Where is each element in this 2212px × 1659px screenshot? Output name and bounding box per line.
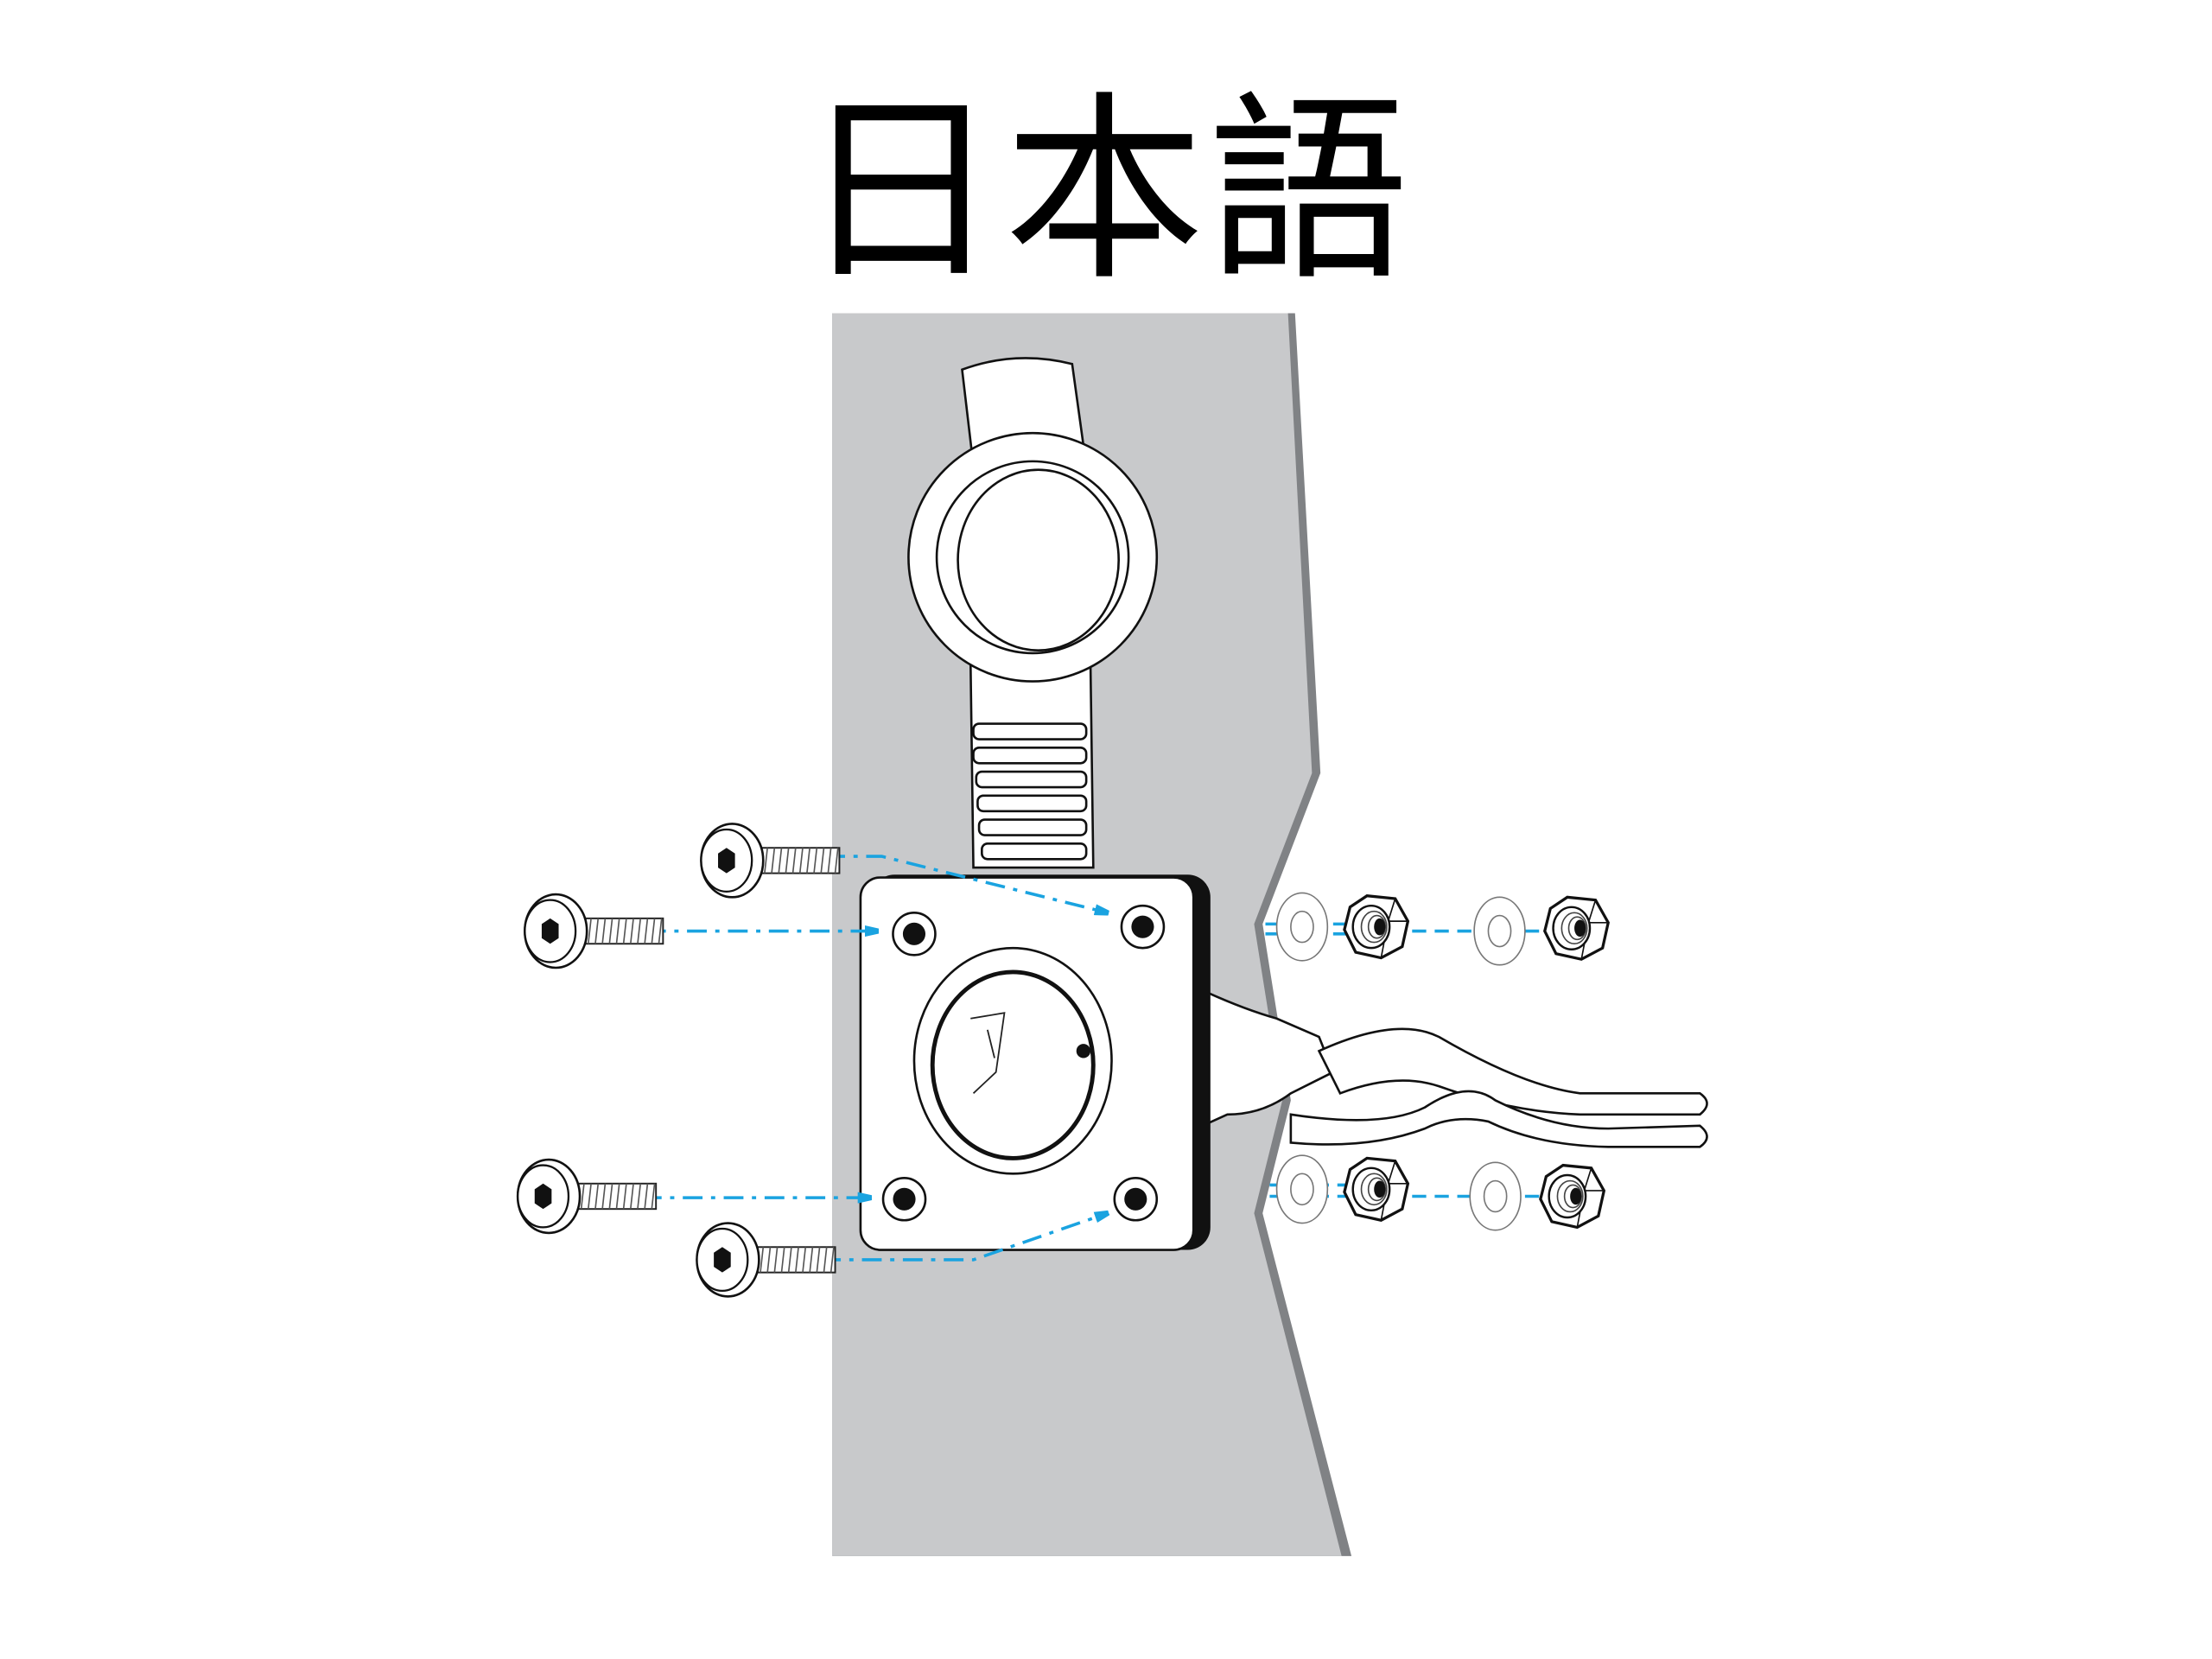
neck-ribs — [972, 722, 1088, 861]
nut-4 — [1539, 1163, 1605, 1230]
cables — [1289, 1027, 1708, 1148]
bolt-bottom-right — [696, 1222, 836, 1298]
bolt-top-right — [700, 823, 841, 899]
nut-3 — [1343, 1156, 1410, 1222]
washer-1 — [1275, 892, 1329, 962]
mounting-holes — [881, 904, 1166, 1222]
washer-4 — [1469, 1161, 1522, 1231]
socket-base-plate — [859, 874, 1211, 1251]
diagram-title: 日本語 — [799, 74, 1412, 308]
bolt-bottom-left — [516, 1158, 658, 1235]
nut-2 — [1543, 895, 1610, 961]
washer-3 — [1275, 1154, 1329, 1224]
bolt-top-left — [524, 893, 664, 969]
socket-cap — [907, 357, 1159, 869]
nut-1 — [1343, 894, 1410, 960]
washer-2 — [1473, 896, 1526, 966]
